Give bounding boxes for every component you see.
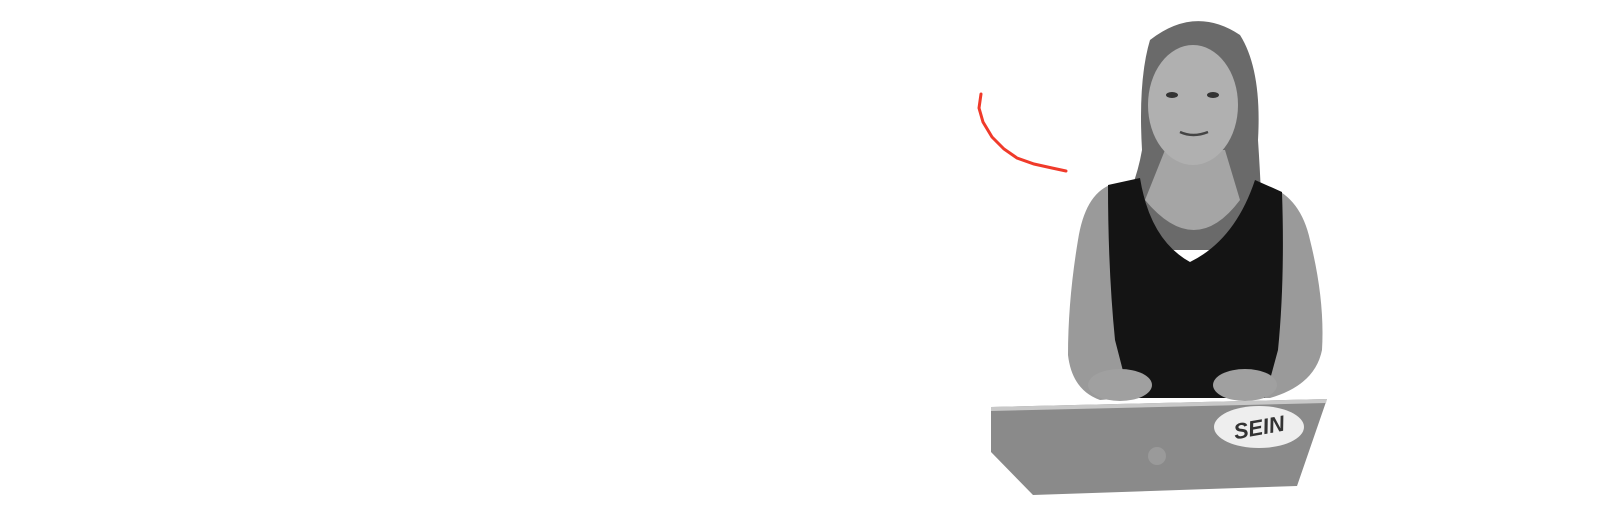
laptop: SEIN bbox=[991, 399, 1327, 495]
mouth bbox=[1179, 130, 1209, 137]
left-hand bbox=[1088, 369, 1152, 401]
right-arm bbox=[1215, 185, 1323, 398]
sticker bbox=[1214, 406, 1304, 448]
person-photo bbox=[1068, 21, 1323, 401]
face bbox=[1148, 45, 1238, 165]
right-eye bbox=[1207, 92, 1219, 98]
red-curve-doodle bbox=[977, 92, 1068, 173]
laptop-edge bbox=[991, 399, 1327, 411]
neck-chest bbox=[1145, 150, 1240, 230]
black-top bbox=[1108, 178, 1283, 398]
apple-logo-icon bbox=[1148, 447, 1166, 465]
right-hand bbox=[1213, 369, 1277, 401]
left-eye bbox=[1166, 92, 1178, 98]
